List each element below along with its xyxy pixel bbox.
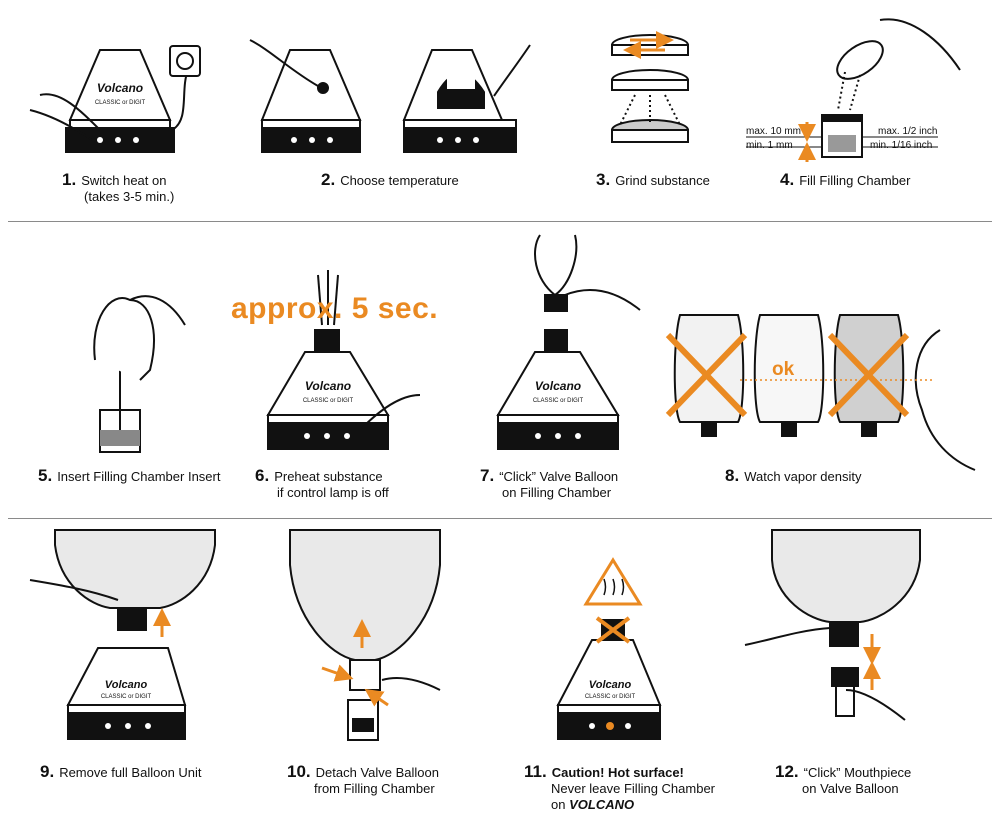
step-8-caption: 8.Watch vapor density <box>725 466 862 485</box>
preheat-time-label: approx. 5 sec. <box>231 292 439 325</box>
step-10-caption: 10.Detach Valve Balloon from Filling Cha… <box>287 762 439 796</box>
svg-text:Volcano: Volcano <box>105 679 148 691</box>
svg-text:CLASSIC or DIGIT: CLASSIC or DIGIT <box>585 694 636 700</box>
step10-illustration <box>289 529 441 741</box>
step11-warning-icon <box>583 557 643 606</box>
min-inch-label: min. 1/16 inch <box>870 140 933 151</box>
step9-illustration <box>29 529 216 740</box>
step4-chamber <box>746 18 961 158</box>
step1-logo: Volcano CLASSIC or DIGIT <box>95 81 146 106</box>
row-divider-1 <box>8 221 992 222</box>
step-1-caption: 1.Switch heat on (takes 3-5 min.) <box>62 170 175 204</box>
step-7-caption: 7.“Click” Valve Balloon on Filling Chamb… <box>480 466 619 500</box>
step-9-caption: 9.Remove full Balloon Unit <box>40 762 202 781</box>
step6-logo: Volcano CLASSIC or DIGIT <box>303 379 354 404</box>
step7-logo: Volcano CLASSIC or DIGIT <box>533 379 584 404</box>
vapor-ok-label: ok <box>772 359 795 380</box>
svg-text:Volcano: Volcano <box>589 679 632 691</box>
step-11-caption: 11.Caution! Hot surface! Never leave Fil… <box>524 762 716 812</box>
step11-x-mark <box>595 616 631 644</box>
step12-illustration <box>744 529 921 721</box>
row-divider-2 <box>8 518 992 519</box>
step6-device <box>266 270 421 450</box>
step11-logo: Volcano CLASSIC or DIGIT <box>585 679 636 700</box>
step-12-caption: 12.“Click” Mouthpiece on Valve Balloon <box>775 762 912 796</box>
step3-rotate-arrows <box>623 31 674 59</box>
svg-text:CLASSIC or DIGIT: CLASSIC or DIGIT <box>95 100 146 106</box>
step-3-caption: 3.Grind substance <box>596 170 710 189</box>
step-5-caption: 5.Insert Filling Chamber Insert <box>38 466 221 485</box>
svg-text:Volcano: Volcano <box>535 379 581 393</box>
max-inch-label: max. 1/2 inch <box>878 126 938 137</box>
step5-insert <box>93 295 186 453</box>
min-mm-label: min. 1 mm <box>746 140 793 151</box>
step1-device <box>29 45 201 153</box>
step-2-caption: 2.Choose temperature <box>321 170 459 189</box>
step10-arrows <box>321 619 389 707</box>
svg-text:CLASSIC or DIGIT: CLASSIC or DIGIT <box>101 694 152 700</box>
svg-text:Volcano: Volcano <box>305 379 351 393</box>
svg-text:CLASSIC or DIGIT: CLASSIC or DIGIT <box>303 398 354 404</box>
step-4-caption: 4.Fill Filling Chamber <box>780 170 911 189</box>
step2-devices <box>249 39 531 153</box>
step9-logo: Volcano CLASSIC or DIGIT <box>101 679 152 700</box>
step7-device <box>496 234 641 450</box>
step-6-caption: 6.Preheat substance if control lamp is o… <box>255 466 389 500</box>
svg-text:CLASSIC or DIGIT: CLASSIC or DIGIT <box>533 398 584 404</box>
svg-text:Volcano: Volcano <box>97 81 143 95</box>
max-mm-label: max. 10 mm <box>746 126 802 137</box>
step8-x-marks <box>665 332 910 418</box>
